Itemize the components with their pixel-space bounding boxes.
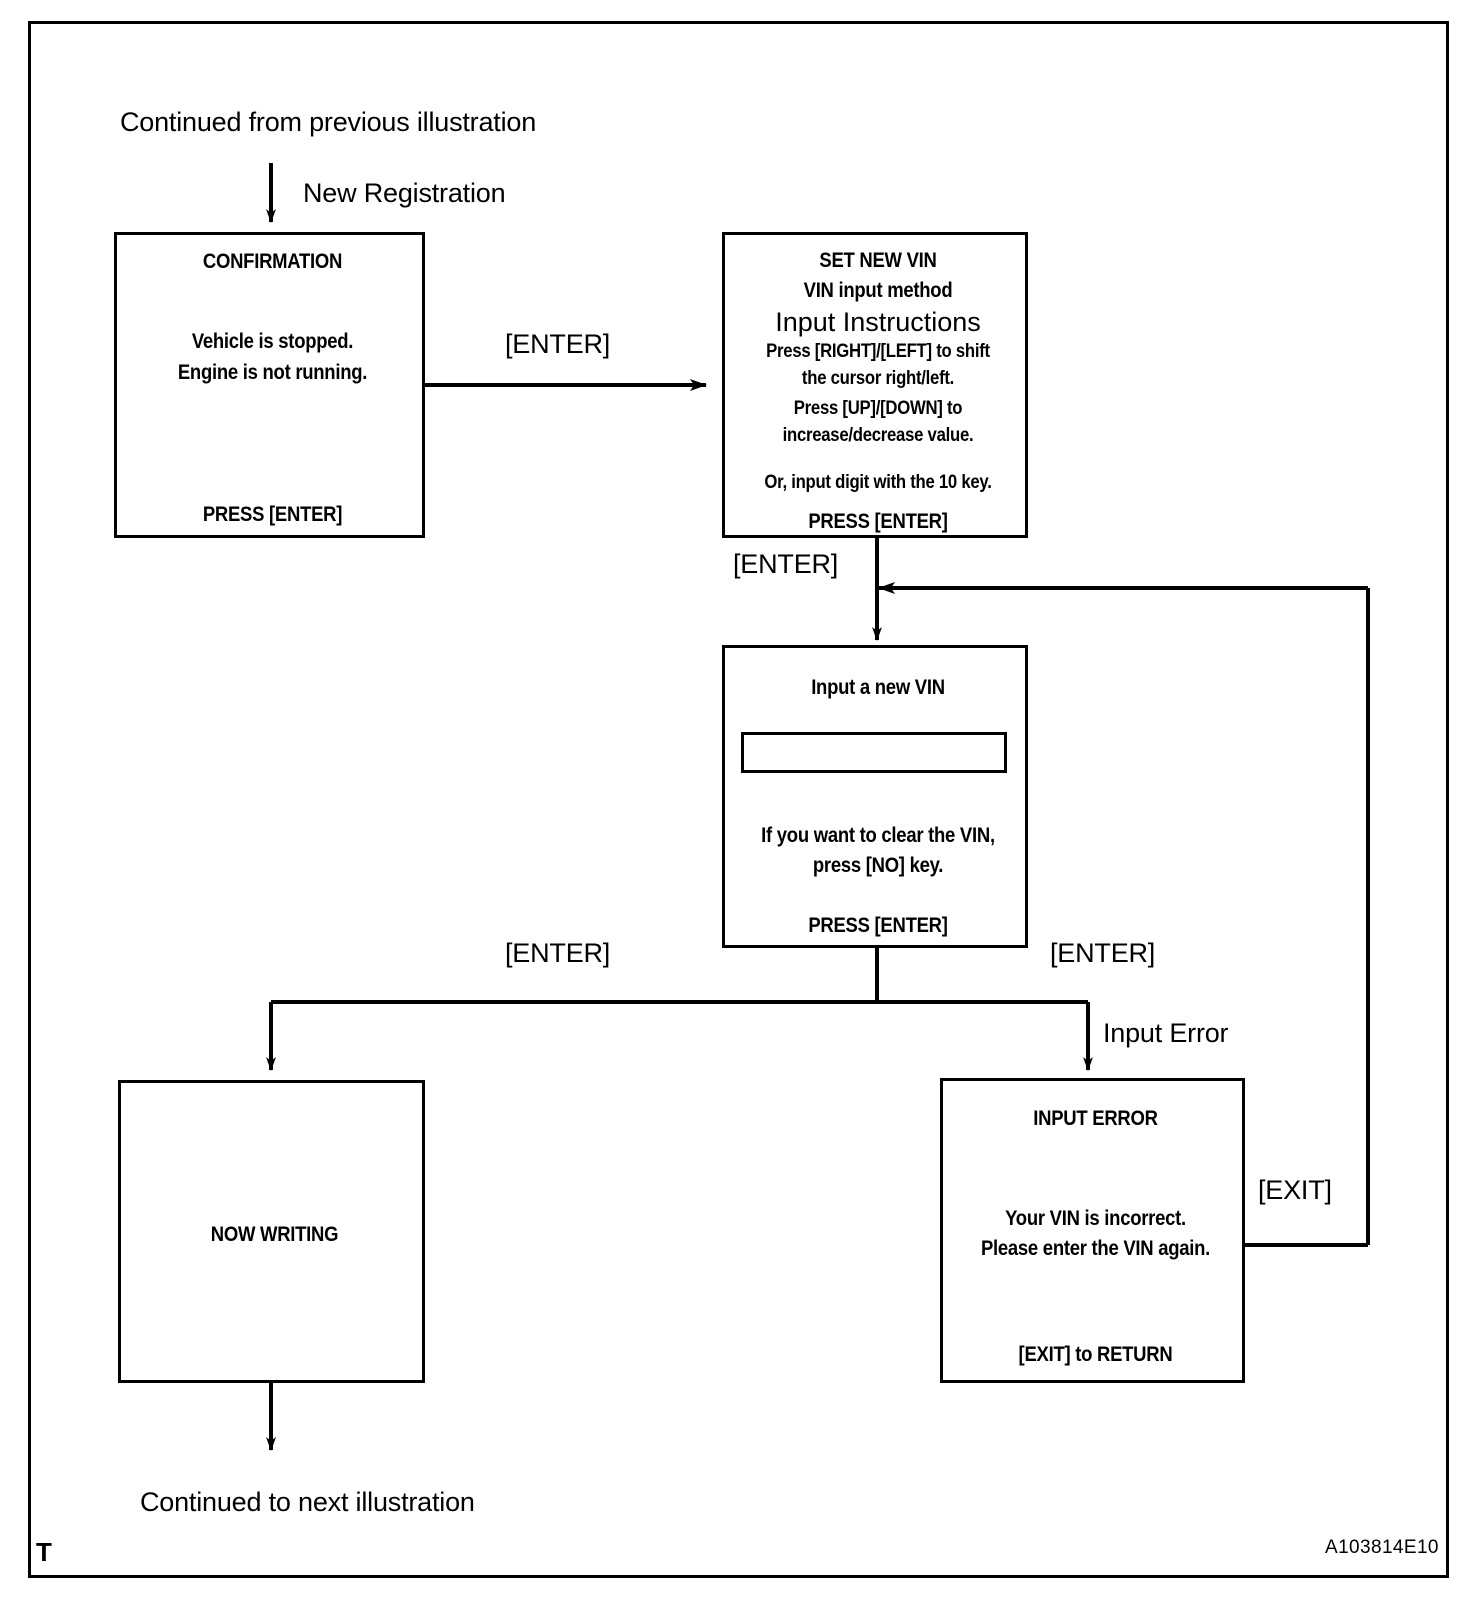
set-new-vin-subtitle: VIN input method [803, 279, 953, 302]
now-writing-title: NOW WRITING [210, 1223, 339, 1246]
input-error-line-2: Please enter the VIN again. [980, 1237, 1211, 1260]
input-error-footer: [EXIT] to RETURN [1018, 1343, 1173, 1366]
confirmation-line-2: Engine is not running. [177, 361, 368, 384]
edge-label-new-registration: New Registration [303, 178, 506, 208]
corner-mark: T [36, 1537, 52, 1567]
set-new-vin-line-2: the cursor right/left. [801, 368, 955, 389]
set-new-vin-line-3: Press [UP]/[DOWN] to [793, 398, 963, 419]
screen-now-writing: NOW WRITING [118, 1080, 425, 1383]
edge-label-enter-left: [ENTER] [505, 938, 611, 968]
input-new-vin-footer: PRESS [ENTER] [808, 914, 948, 937]
screen-set-new-vin: SET NEW VIN VIN input method Input Instr… [722, 232, 1028, 538]
edge-label-enter-1: [ENTER] [505, 329, 611, 359]
screen-input-new-vin: Input a new VIN If you want to clear the… [722, 645, 1028, 948]
reference-code: A103814E10 [1325, 1537, 1439, 1558]
confirmation-footer: PRESS [ENTER] [202, 503, 343, 526]
input-new-vin-line-1: If you want to clear the VIN, [761, 824, 995, 847]
screen-confirmation: CONFIRMATION Vehicle is stopped. Engine … [114, 232, 425, 538]
edge-label-enter-2: [ENTER] [733, 549, 839, 579]
set-new-vin-title: SET NEW VIN [819, 249, 937, 272]
input-new-vin-line-2: press [NO] key. [812, 854, 944, 877]
figure-border [28, 21, 1449, 1578]
input-new-vin-title: Input a new VIN [811, 676, 945, 699]
confirmation-line-1: Vehicle is stopped. [191, 330, 354, 353]
input-error-title: INPUT ERROR [1033, 1107, 1158, 1130]
set-new-vin-note: Or, input digit with the 10 key. [764, 472, 992, 493]
vin-input-field[interactable] [741, 732, 1007, 773]
input-error-line-1: Your VIN is incorrect. [1005, 1207, 1186, 1230]
screen-input-error: INPUT ERROR Your VIN is incorrect. Pleas… [940, 1078, 1245, 1383]
entry-caption: Continued from previous illustration [120, 107, 537, 137]
edge-label-exit: [EXIT] [1258, 1175, 1332, 1205]
edge-label-input-error: Input Error [1103, 1018, 1229, 1048]
exit-caption: Continued to next illustration [140, 1487, 475, 1517]
set-new-vin-footer: PRESS [ENTER] [808, 510, 948, 533]
set-new-vin-line-1: Press [RIGHT]/[LEFT] to shift [766, 341, 990, 362]
confirmation-title: CONFIRMATION [202, 250, 343, 273]
edge-label-enter-right: [ENTER] [1050, 938, 1156, 968]
set-new-vin-line-4: increase/decrease value. [782, 425, 974, 446]
set-new-vin-heading: Input Instructions [775, 307, 981, 337]
